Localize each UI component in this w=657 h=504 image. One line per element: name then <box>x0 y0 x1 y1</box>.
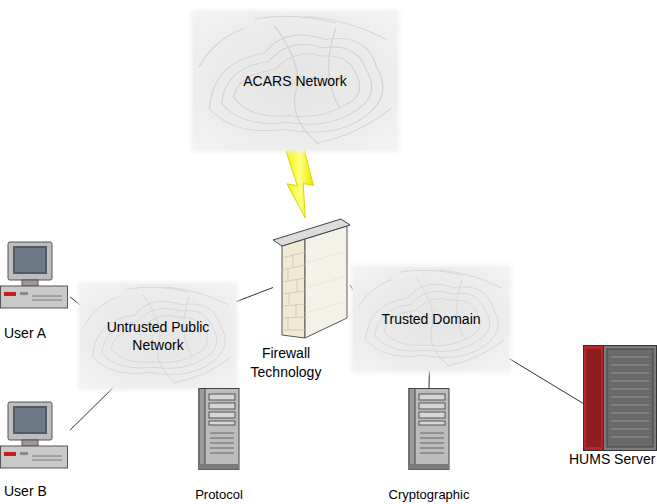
node-label: ACARS Network <box>243 72 346 90</box>
server-tower-icon <box>198 388 240 470</box>
server-node: Protocol <box>198 388 240 470</box>
firewall-node: Firewall Technology <box>273 218 350 340</box>
node-label: Protocol <box>169 488 269 502</box>
server-tower-icon <box>408 388 450 470</box>
network-link <box>70 388 113 430</box>
server-node: HUMS Server <box>583 345 657 451</box>
node-label: Cryptographic <box>374 488 484 502</box>
network-link <box>509 359 583 404</box>
network-link <box>70 297 80 305</box>
network-cloud: Trusted Domain <box>353 267 509 371</box>
node-label: Untrusted Public Network <box>96 318 221 354</box>
cloud-texture <box>80 284 236 388</box>
node-label: User B <box>4 483 47 499</box>
computer-icon <box>0 400 70 472</box>
computer-node: User A <box>0 240 70 312</box>
server-cabinet-icon <box>583 345 657 451</box>
server-node: Cryptographic <box>408 388 450 470</box>
computer-icon <box>0 240 70 312</box>
network-link <box>429 371 430 388</box>
node-label: Firewall Technology <box>246 344 326 382</box>
node-label: Trusted Domain <box>381 310 480 328</box>
network-link <box>236 288 273 302</box>
computer-node: User B <box>0 400 70 472</box>
lightning-link <box>286 149 313 218</box>
node-label: HUMS Server <box>569 451 655 467</box>
network-cloud: Untrusted Public Network <box>80 284 236 388</box>
node-label: User A <box>4 325 46 341</box>
network-cloud: ACARS Network <box>193 12 397 150</box>
firewall-wall <box>273 218 350 340</box>
